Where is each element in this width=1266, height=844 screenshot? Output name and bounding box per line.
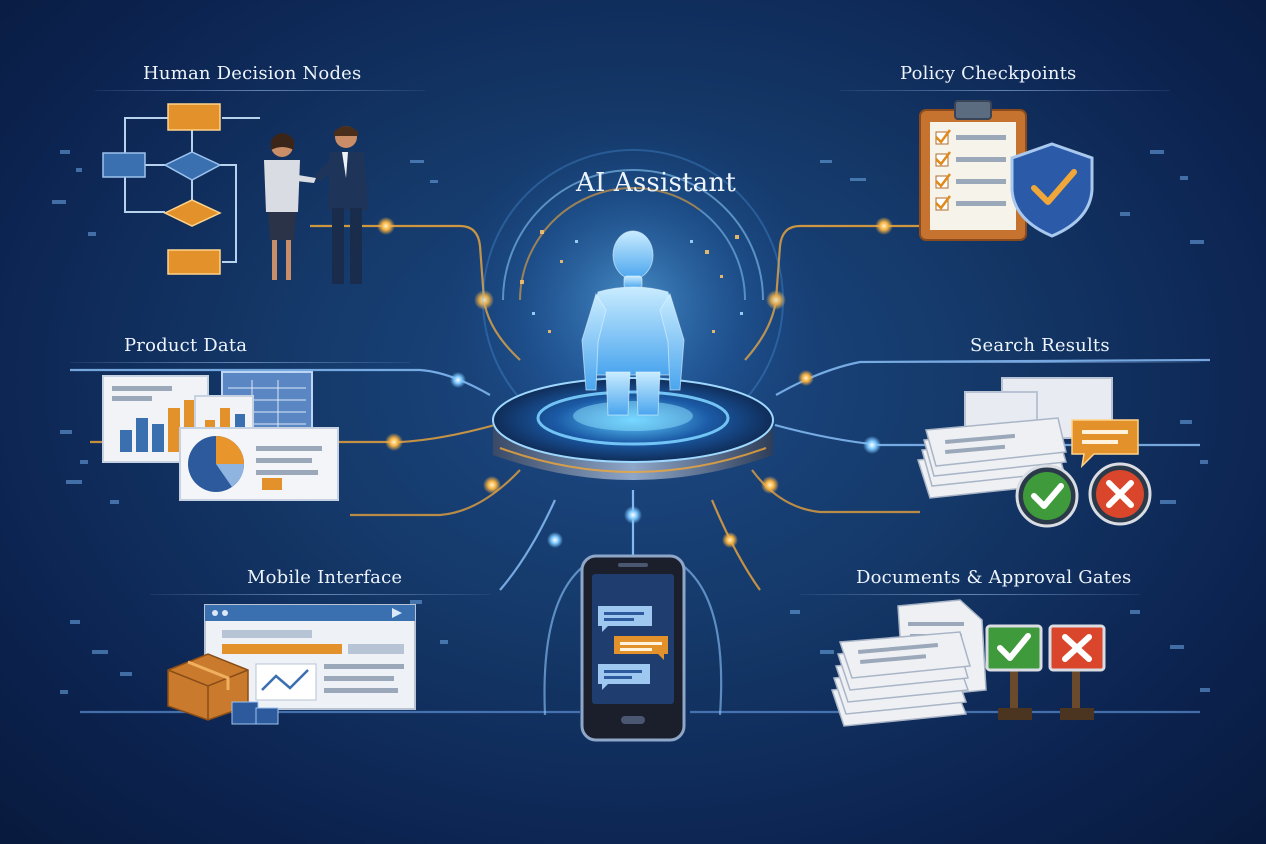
- product-data-illustration: [102, 371, 339, 501]
- human-decision-underline: [95, 90, 425, 91]
- search-results-illustration: [917, 377, 1152, 528]
- chat-bubbles: [598, 606, 668, 690]
- comment-bubble-icon: [1071, 419, 1139, 469]
- man-figure: [314, 126, 368, 284]
- ai-assistant-hub: [443, 110, 823, 490]
- search-results-underline: [860, 362, 1200, 363]
- mobile-interface-illustration: [167, 604, 416, 725]
- ai-assistant-title: AI Assistant: [576, 168, 736, 198]
- woman-figure: [264, 133, 316, 280]
- mobile-interface-underline: [150, 594, 490, 595]
- documents-approval-gates-label: Documents & Approval Gates: [856, 567, 1132, 588]
- policy-checkpoints-illustration: [919, 100, 1094, 241]
- policy-checkpoints-underline: [840, 90, 1170, 91]
- mobile-interface-label: Mobile Interface: [247, 567, 403, 588]
- human-decision-nodes-illustration: [102, 103, 368, 284]
- search-results-label: Search Results: [970, 335, 1110, 356]
- documents-approval-gates-illustration: [830, 599, 1106, 727]
- policy-checkpoints-label: Policy Checkpoints: [900, 63, 1077, 84]
- pedestal: [492, 377, 774, 480]
- smartphone-icon: [580, 554, 686, 742]
- human-decision-nodes-label: Human Decision Nodes: [143, 63, 362, 84]
- reject-x-icon: [1088, 462, 1152, 526]
- package-box-icon: [167, 653, 249, 721]
- reject-gate-icon: [1048, 624, 1106, 720]
- approve-check-icon: [1015, 464, 1079, 528]
- data-particles: [52, 150, 1210, 694]
- checklist-items: [935, 129, 1006, 211]
- shield-icon: [1010, 142, 1094, 238]
- ai-figure: [581, 230, 685, 416]
- approve-gate-icon: [985, 624, 1043, 720]
- documents-approval-underline: [800, 594, 1140, 595]
- product-data-underline: [70, 362, 410, 363]
- product-data-label: Product Data: [124, 335, 248, 356]
